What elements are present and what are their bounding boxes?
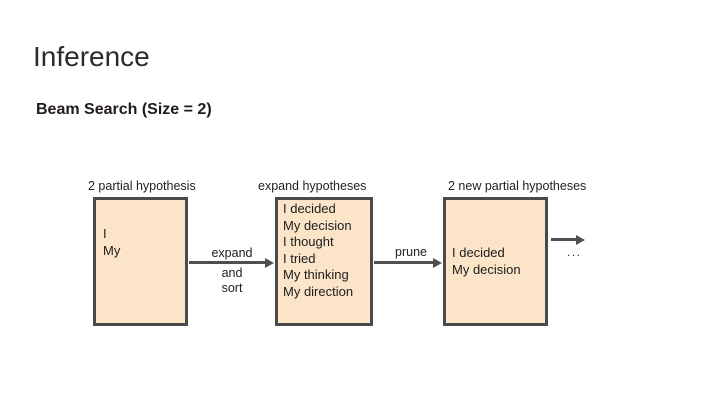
hypothesis-line: My decision	[452, 262, 521, 277]
hypothesis-line: My decision	[283, 217, 352, 233]
pruned-hypotheses-box	[443, 197, 548, 326]
pruned-hypotheses-list: I decided My decision	[452, 244, 521, 278]
arrow-right-icon	[433, 258, 442, 268]
hypothesis-line: My direction	[283, 283, 354, 299]
hypothesis-line: I decided	[283, 201, 336, 216]
expand-sort-label-line3: sort	[221, 281, 243, 295]
continuation-ellipsis: ...	[567, 245, 582, 259]
hypothesis-line: My thinking	[283, 267, 349, 283]
arrow-shaft	[374, 261, 434, 264]
partial-hypotheses-list: I My	[103, 225, 120, 259]
slide-subtitle: Beam Search (Size = 2)	[36, 101, 212, 118]
hypothesis-line: I	[103, 226, 107, 241]
hypothesis-line: I decided	[452, 245, 505, 260]
arrow-right-icon	[576, 235, 585, 245]
stage-label-new-partial-hypotheses: 2 new partial hypotheses	[448, 179, 587, 193]
expand-sort-label-line2: and	[221, 266, 243, 280]
hypothesis-line: I tried	[283, 250, 316, 266]
arrow-shaft	[189, 261, 266, 264]
expand-sort-label-line1: expand	[211, 246, 253, 260]
stage-label-expand-hypotheses: expand hypotheses	[258, 179, 367, 193]
arrow-shaft	[551, 238, 577, 241]
arrow-right-icon	[265, 258, 274, 268]
expanded-hypotheses-list: I decided My decision I thought I tried …	[283, 201, 353, 301]
hypothesis-line: My	[103, 243, 121, 258]
partial-hypotheses-box	[93, 197, 188, 326]
stage-label-partial-hypotheses: 2 partial hypothesis	[88, 179, 196, 193]
prune-label: prune	[395, 245, 427, 259]
hypothesis-line: I thought	[283, 234, 334, 250]
expanded-hypotheses-box	[275, 197, 373, 326]
slide-title: Inference	[33, 41, 150, 72]
